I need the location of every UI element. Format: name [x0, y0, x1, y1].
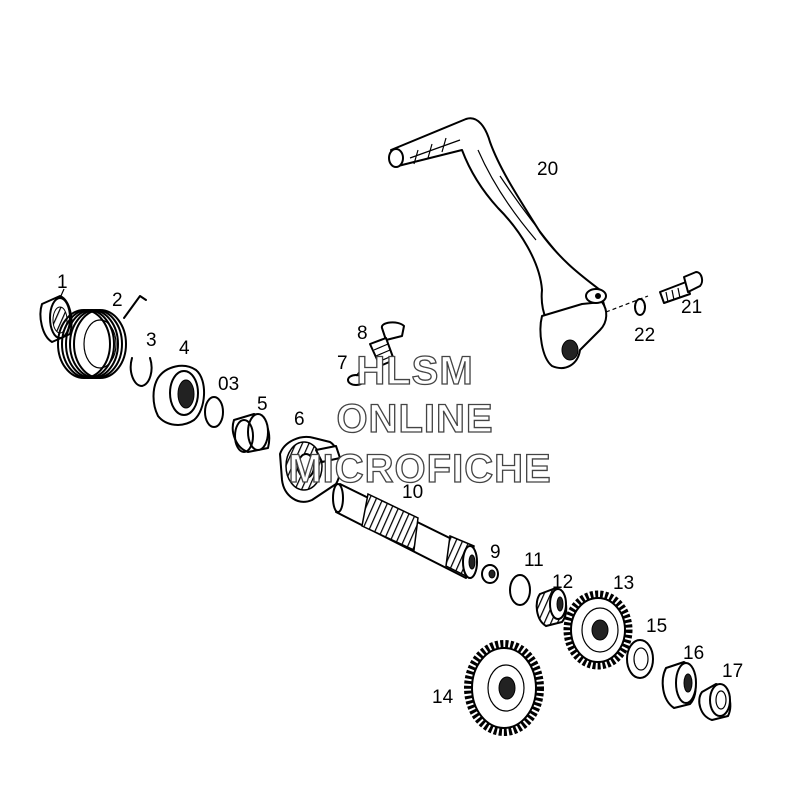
part-label-12: 12: [552, 572, 573, 593]
watermark-line-2: ONLINE: [336, 397, 493, 441]
washer-9: [481, 564, 499, 584]
screw: [659, 271, 704, 304]
part-label-11: 11: [524, 550, 544, 571]
callout-lines: [59, 288, 361, 377]
shaft-10: [332, 483, 478, 580]
circlip-3: [129, 357, 153, 387]
watermark: HLSM ONLINE MICROFICHE: [288, 348, 552, 491]
kickstart-lever: [388, 117, 649, 369]
part-label-7: 7: [337, 353, 348, 374]
part-label-17: 17: [722, 661, 743, 682]
part-label-20: 20: [537, 159, 558, 180]
gear-13: [563, 590, 633, 670]
washer-11: [509, 574, 531, 606]
ring-5: [231, 413, 271, 453]
part-label-14: 14: [432, 687, 454, 708]
bolt: [369, 321, 405, 367]
part-label-21: 21: [681, 297, 702, 318]
part-label-1: 1: [57, 272, 68, 293]
part-label-15: 15: [646, 616, 667, 637]
needle-bearing-12: [535, 586, 568, 628]
gear-14: [464, 640, 544, 736]
part-label-13: 13: [613, 573, 634, 594]
disc-4: [152, 364, 205, 426]
ring-03: [204, 396, 224, 428]
washer-7: [347, 374, 365, 386]
part-label-5: 5: [257, 394, 268, 415]
watermark-line-3: MICROFICHE: [288, 447, 551, 491]
part-label-3: 3: [146, 330, 157, 351]
washer-15: [626, 639, 654, 679]
watermark-line-1: HLSM: [356, 349, 473, 393]
part-label-10: 10: [402, 482, 423, 503]
part-labels: 20 21 22 8 7 1 2 3 4 03 5 6 10 9 11 12 1…: [57, 159, 743, 708]
part-label-6: 6: [294, 409, 305, 430]
part-label-22: 22: [634, 325, 655, 346]
bushing-16: [661, 661, 697, 709]
ratchet-gear-6: [279, 436, 342, 503]
part-label-16: 16: [683, 643, 704, 664]
part-label-8: 8: [357, 323, 368, 344]
seal-17: [698, 683, 732, 721]
washer-22: [634, 298, 646, 316]
spring: [57, 295, 147, 379]
part-label-9: 9: [490, 542, 501, 563]
part-label-03: 03: [218, 374, 239, 395]
part-label-2: 2: [112, 290, 123, 311]
part-label-4: 4: [179, 338, 190, 359]
